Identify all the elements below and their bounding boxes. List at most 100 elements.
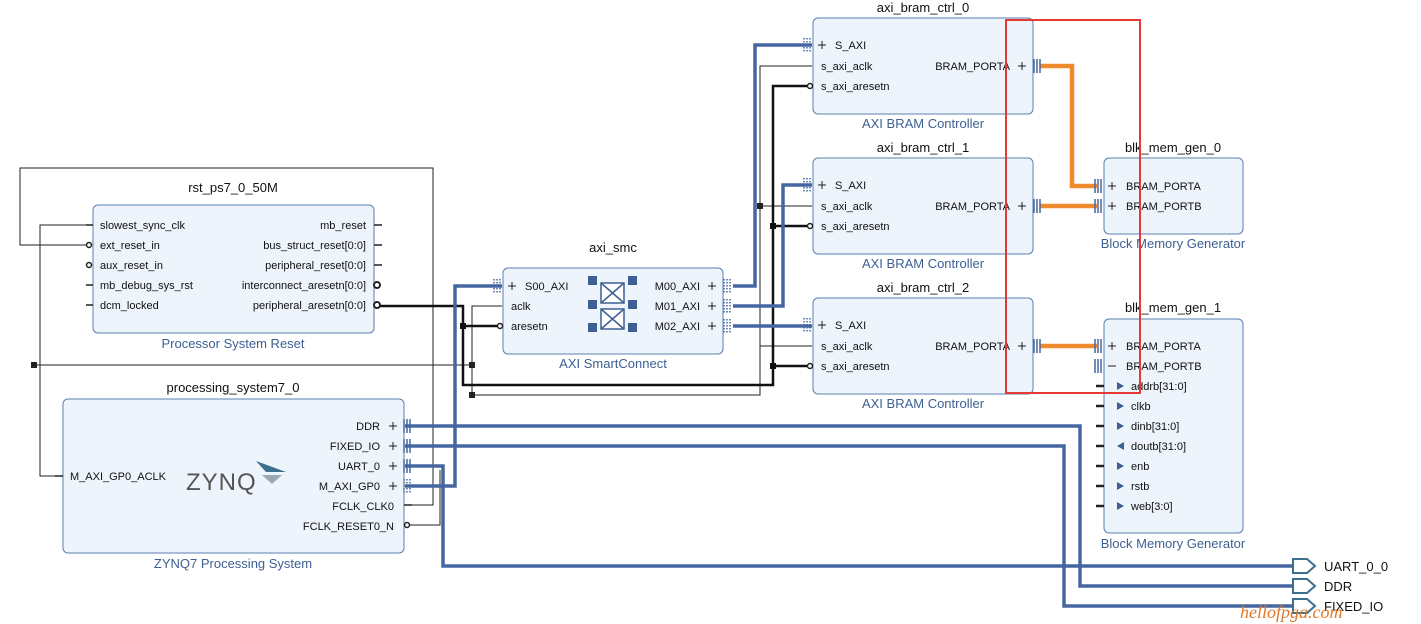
port-stubs bbox=[1096, 384, 1104, 508]
port-label: M_AXI_GP0_ACLK bbox=[70, 471, 167, 483]
port-label: BRAM_PORTB bbox=[1126, 201, 1202, 213]
interface-connector-icons bbox=[403, 419, 411, 493]
block-body[interactable] bbox=[812, 17, 1034, 115]
block-type: Processor System Reset bbox=[161, 336, 304, 351]
block-type: AXI BRAM Controller bbox=[862, 396, 985, 411]
port-label: addrb[31:0] bbox=[1131, 381, 1187, 393]
block-body[interactable] bbox=[92, 204, 375, 334]
block-bram-ctrl-1[interactable]: axi_bram_ctrl_1 AXI BRAM Controller S_AX… bbox=[803, 140, 1041, 271]
port-label: web[3:0] bbox=[1130, 501, 1173, 513]
port-label: aux_reset_in bbox=[100, 260, 163, 272]
port-label: s_axi_aclk bbox=[821, 341, 873, 353]
bus-m00-axi[interactable] bbox=[733, 43, 812, 288]
external-port-uart[interactable]: UART_0_0 bbox=[1292, 558, 1388, 574]
wire-clk-bram0[interactable] bbox=[759, 65, 812, 206]
port-label: BRAM_PORTA bbox=[935, 201, 1010, 213]
port-plus-icons bbox=[1108, 182, 1116, 210]
port-plus-icon bbox=[818, 181, 826, 189]
block-blk-mem-gen-0[interactable]: blk_mem_gen_0 Block Memory Generator BRA… bbox=[1094, 140, 1246, 251]
block-type: AXI BRAM Controller bbox=[862, 256, 985, 271]
wire-clk-bram1[interactable] bbox=[472, 205, 812, 396]
interface-connector-icon bbox=[803, 318, 811, 332]
port-plus-icons bbox=[389, 422, 397, 490]
block-instance-name: axi_smc bbox=[589, 240, 637, 255]
bus-m01-axi[interactable] bbox=[733, 183, 812, 308]
block-rst[interactable]: rst_ps7_0_50M Processor System Reset slo… bbox=[85, 180, 382, 351]
junction bbox=[460, 323, 466, 329]
port-label: S00_AXI bbox=[525, 281, 568, 293]
wires bbox=[19, 43, 1292, 608]
port-label: s_axi_aclk bbox=[821, 61, 873, 73]
junction bbox=[469, 362, 475, 368]
block-instance-name: processing_system7_0 bbox=[167, 380, 300, 395]
port-label: FCLK_CLK0 bbox=[332, 501, 394, 513]
junction bbox=[770, 223, 776, 229]
bus-ddr[interactable] bbox=[405, 424, 1292, 588]
port-label: ext_reset_in bbox=[100, 240, 160, 252]
block-type: Block Memory Generator bbox=[1101, 536, 1246, 551]
port-label: s_axi_aresetn bbox=[821, 221, 890, 233]
crossbar-icon bbox=[588, 276, 637, 332]
port-label: S_AXI bbox=[835, 180, 866, 192]
junction bbox=[770, 363, 776, 369]
block-ps[interactable]: processing_system7_0 ZYNQ7 Processing Sy… bbox=[55, 380, 412, 571]
block-instance-name: axi_bram_ctrl_0 bbox=[877, 0, 970, 15]
bus-fixed-io[interactable] bbox=[405, 444, 1292, 608]
block-blk-mem-gen-1[interactable]: blk_mem_gen_1 Block Memory Generator BRA… bbox=[1094, 300, 1246, 551]
port-label: clkb bbox=[1131, 401, 1151, 413]
external-port-label: DDR bbox=[1324, 579, 1352, 594]
watermark: hellofpga.com bbox=[1240, 602, 1342, 622]
highlight-box bbox=[1005, 19, 1141, 394]
port-label: rstb bbox=[1131, 481, 1149, 493]
block-bram-ctrl-0[interactable]: axi_bram_ctrl_0 AXI BRAM Controller S_AX… bbox=[803, 0, 1041, 131]
block-bram-ctrl-2[interactable]: axi_bram_ctrl_2 AXI BRAM Controller S_AX… bbox=[803, 280, 1041, 411]
external-port-ddr[interactable]: DDR bbox=[1292, 578, 1352, 594]
wire-peripheral-aresetn[interactable] bbox=[380, 84, 812, 387]
port-plus-icon bbox=[818, 321, 826, 329]
block-type: AXI BRAM Controller bbox=[862, 116, 985, 131]
port-plus-icon bbox=[818, 41, 826, 49]
interface-connector-icon bbox=[1033, 59, 1041, 73]
external-port-label: UART_0_0 bbox=[1324, 559, 1388, 574]
wire-clk-smc[interactable] bbox=[471, 305, 502, 395]
wire-slowest-clk[interactable] bbox=[39, 224, 89, 477]
port-label: BRAM_PORTA bbox=[935, 61, 1010, 73]
interface-connector-icon bbox=[1033, 199, 1041, 213]
external-port-fixed-io[interactable]: FIXED_IO bbox=[1292, 598, 1383, 614]
port-label: M02_AXI bbox=[655, 321, 700, 333]
external-port-label: FIXED_IO bbox=[1324, 599, 1383, 614]
block-body[interactable] bbox=[1103, 157, 1244, 235]
wire-fclk-clk0-loop[interactable] bbox=[19, 167, 434, 506]
block-body[interactable] bbox=[812, 297, 1034, 395]
bram-bus-0[interactable] bbox=[1040, 63, 1097, 189]
block-type: AXI SmartConnect bbox=[559, 356, 667, 371]
block-body[interactable] bbox=[812, 157, 1034, 255]
bus-m-axi-gp0[interactable] bbox=[405, 284, 502, 488]
port-label: M_AXI_GP0 bbox=[319, 481, 380, 493]
port-label: mb_reset bbox=[320, 220, 366, 232]
port-label: S_AXI bbox=[835, 320, 866, 332]
bus-uart[interactable] bbox=[405, 464, 1292, 568]
wire-fclk-reset[interactable] bbox=[405, 470, 441, 526]
port-label: BRAM_PORTA bbox=[935, 341, 1010, 353]
interface-connector-icon bbox=[803, 38, 811, 52]
port-label: UART_0 bbox=[338, 461, 380, 473]
block-instance-name: axi_bram_ctrl_1 bbox=[877, 140, 970, 155]
block-smc[interactable]: axi_smc AXI SmartConnect S00_AXI aclk ar… bbox=[493, 240, 731, 371]
port-label: s_axi_aresetn bbox=[821, 361, 890, 373]
block-type: Block Memory Generator bbox=[1101, 236, 1246, 251]
interface-connector-icon bbox=[1033, 339, 1041, 353]
port-label: FIXED_IO bbox=[330, 441, 381, 453]
port-label: bus_struct_reset[0:0] bbox=[263, 240, 366, 252]
port-label: slowest_sync_clk bbox=[100, 220, 185, 232]
external-ports: UART_0_0 DDR FIXED_IO bbox=[1292, 558, 1388, 614]
port-label: s_axi_aresetn bbox=[821, 81, 890, 93]
interface-connector-icons bbox=[723, 279, 731, 333]
junction bbox=[31, 362, 37, 368]
port-plus-icon bbox=[1018, 202, 1026, 210]
block-instance-name: blk_mem_gen_0 bbox=[1125, 140, 1221, 155]
port-label: doutb[31:0] bbox=[1131, 441, 1186, 453]
interface-connector-icons bbox=[1094, 179, 1102, 213]
port-label: peripheral_reset[0:0] bbox=[265, 260, 366, 272]
port-label: BRAM_PORTB bbox=[1126, 361, 1202, 373]
